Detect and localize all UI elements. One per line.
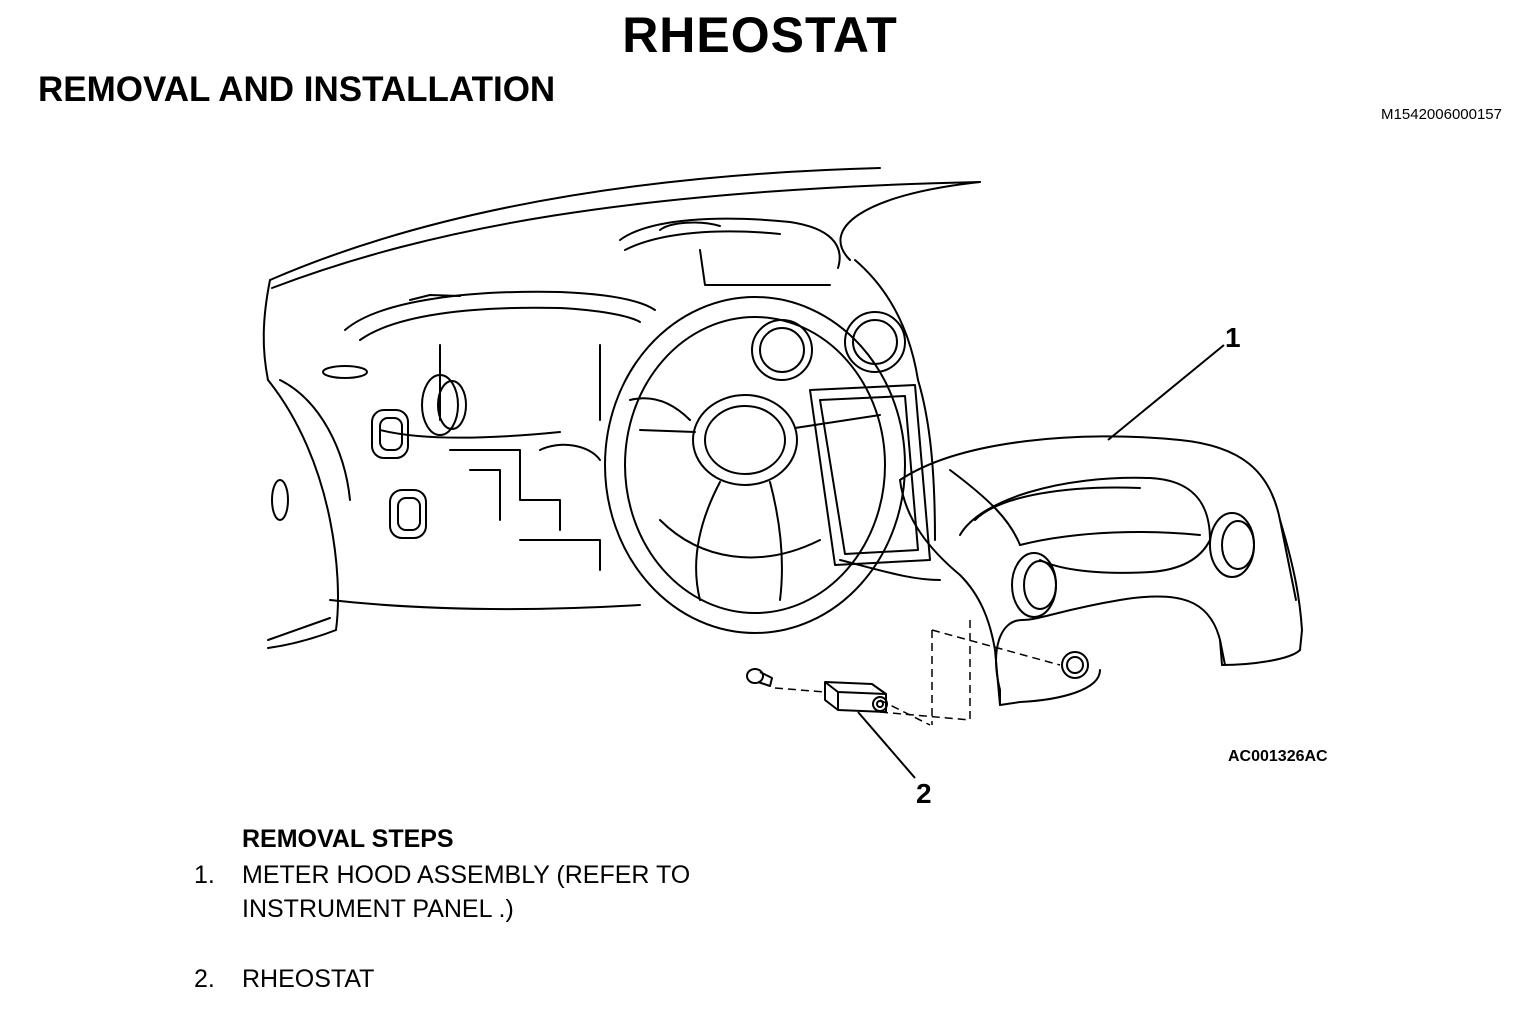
document-id: M1542006000157 [1381,106,1502,123]
step-number: 2. [194,965,215,993]
step-number: 1. [194,861,215,889]
removal-steps-heading: REMOVAL STEPS [242,825,454,853]
callout-2-label: 2 [916,778,932,809]
section-title: REMOVAL AND INSTALLATION [38,70,556,109]
removal-step: 1. METER HOOD ASSEMBLY (REFER TO INSTRUM… [194,858,814,928]
figure-code: AC001326AC [1228,748,1328,765]
removal-step: 2. RHEOSTAT [194,962,814,998]
callout-1-label: 1 [1225,322,1241,353]
step-text: RHEOSTAT [242,965,375,993]
step-text: METER HOOD ASSEMBLY (REFER TO INSTRUMENT… [242,861,691,923]
page-title: RHEOSTAT [622,7,898,63]
